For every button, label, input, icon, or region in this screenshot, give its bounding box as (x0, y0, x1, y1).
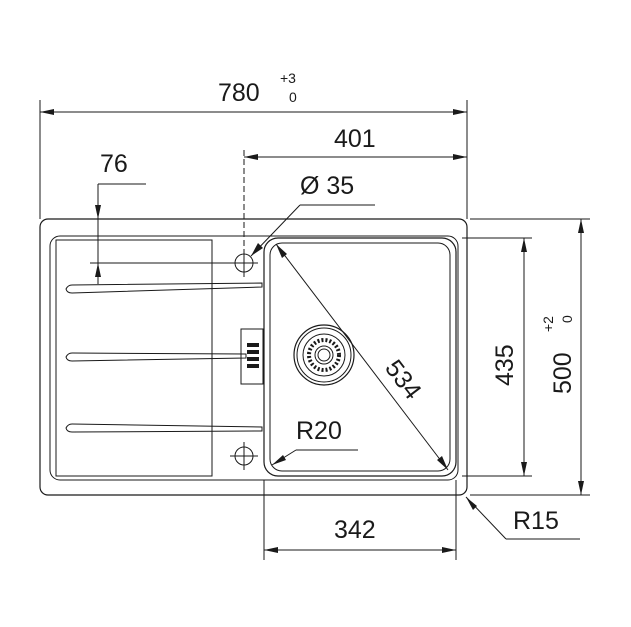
drainer-ribs (65, 282, 263, 433)
dimension-bowl-height: 435 (462, 237, 532, 477)
overall-width-tol-upper: +3 (280, 70, 296, 86)
bowl-height-label: 435 (491, 344, 519, 386)
overall-width-label: 780 (218, 79, 260, 107)
overall-depth-tol-upper: +2 (540, 316, 556, 332)
dimension-tap-hole: Ø 35 (250, 172, 375, 257)
dimension-bowl-radius: R20 (271, 417, 358, 466)
bowl-diagonal-label: 534 (379, 355, 427, 405)
overall-depth-tol-lower: 0 (559, 315, 575, 323)
dimension-bowl-width: 342 (263, 480, 457, 560)
bowl-radius-label: R20 (296, 417, 342, 445)
tap-hole-label: Ø 35 (300, 172, 354, 200)
bowl (263, 237, 457, 477)
dimension-overall-depth: 500 +2 0 (470, 218, 590, 496)
drainer-offset-label: 76 (100, 150, 128, 178)
dimension-drainer-offset: 76 (90, 150, 230, 284)
overall-width-tol-lower: 0 (289, 89, 297, 105)
dimension-corner-radius: R15 (465, 496, 580, 540)
bowl-width-from-axis-label: 401 (334, 125, 376, 153)
sink-outline (39, 218, 468, 496)
tap-hole-top (230, 249, 258, 277)
overflow-slot (240, 328, 264, 385)
overall-depth-label: 500 (549, 352, 577, 394)
dimension-bowl-width-from-axis: 401 (243, 125, 467, 249)
corner-radius-label: R15 (513, 507, 559, 535)
dimension-overall-width: 780 +3 0 (39, 70, 468, 219)
drain-strainer (293, 324, 355, 386)
bowl-width-label: 342 (334, 516, 376, 544)
tap-hole-bottom (230, 442, 258, 470)
